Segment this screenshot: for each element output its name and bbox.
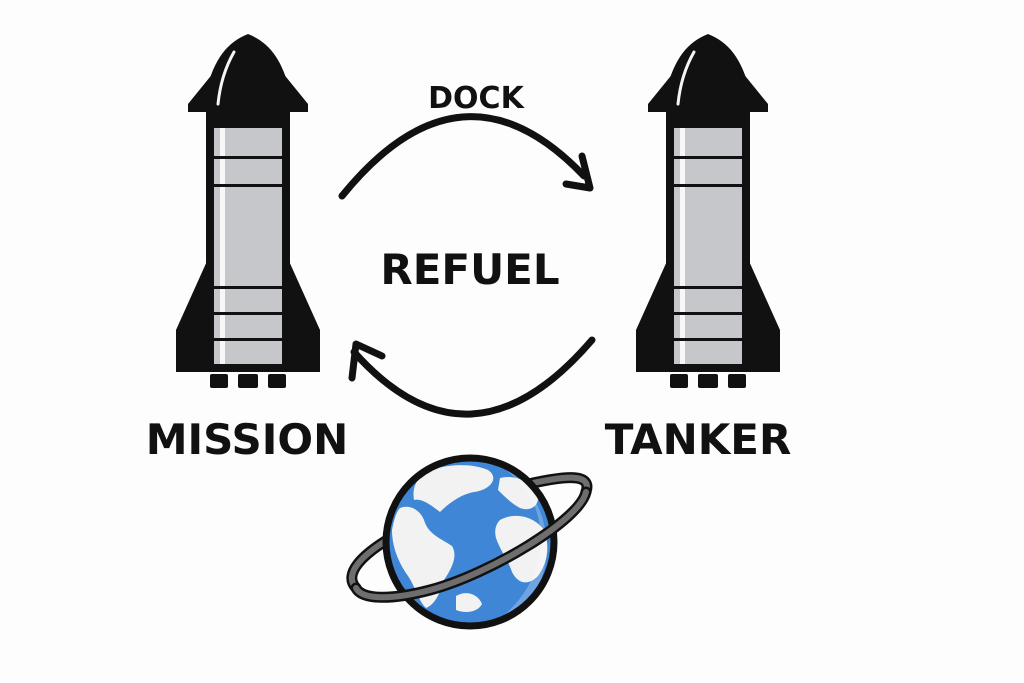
refuel-label: REFUEL: [380, 245, 559, 294]
mission-label: MISSION: [146, 415, 349, 464]
return-arrow-icon: [348, 336, 596, 418]
mission-ship-icon: [174, 32, 322, 390]
dock-label: DOCK: [428, 81, 525, 116]
tanker-label: TANKER: [605, 415, 792, 464]
dock-arrow-icon: [338, 113, 594, 200]
tanker-ship-icon: [634, 32, 782, 390]
earth-globe-icon: [346, 454, 593, 630]
